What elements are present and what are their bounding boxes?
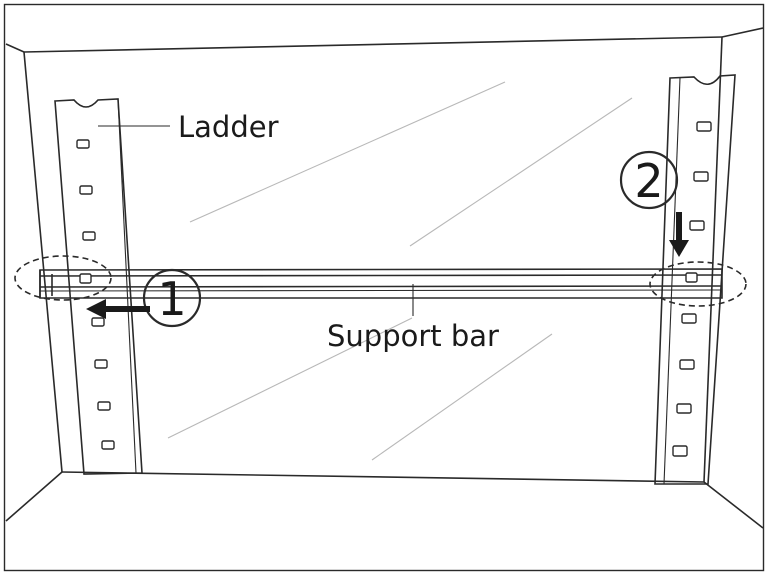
left-ladder-slots	[76, 139, 115, 450]
step-2-arrow-down	[669, 212, 689, 257]
step-1-arrow-left	[86, 299, 150, 319]
right-ladder-notch-arc	[693, 75, 721, 85]
step-1-circle	[142, 268, 202, 328]
support-bar-channel	[39, 285, 723, 288]
support-bar-outline	[39, 268, 723, 299]
glass-reflections	[167, 81, 633, 461]
cabinet-bottom-right-edge	[703, 481, 764, 529]
support-bar-top-lip	[39, 274, 723, 277]
step-1-marker: 1	[142, 268, 202, 328]
cabinet-back-left-edge	[23, 51, 63, 473]
support-bar	[39, 268, 723, 299]
support-bar-left-hook	[79, 273, 92, 284]
step-1-number: 1	[157, 272, 186, 326]
cabinet-bottom-left-edge	[5, 471, 63, 522]
right-ladder-flange	[663, 77, 681, 485]
left-hook-callout	[14, 255, 112, 301]
cabinet-top-right-edge	[721, 27, 764, 38]
left-ladder	[54, 98, 143, 475]
right-hook-callout	[649, 261, 747, 307]
step-2-marker: 2	[619, 150, 679, 210]
cabinet-back-bottom-edge	[61, 471, 705, 483]
support-bar-right-hook	[685, 272, 698, 283]
cabinet-interior	[5, 27, 764, 529]
step-2-number: 2	[634, 154, 663, 208]
cabinet-back-right-edge	[703, 36, 723, 483]
support-bar-left-end	[39, 270, 53, 298]
cabinet-back-top-edge	[23, 36, 723, 53]
step-2-circle	[619, 150, 679, 210]
support-bar-lower-lip	[39, 289, 723, 292]
cabinet-top-left-edge	[5, 43, 25, 53]
right-ladder-slots	[672, 121, 712, 457]
ladder-label: Ladder	[178, 110, 279, 144]
support-bar-label: Support bar	[327, 319, 499, 353]
left-ladder-flange	[117, 98, 137, 474]
left-ladder-notch-arc	[73, 99, 99, 108]
image-border	[3, 3, 765, 572]
